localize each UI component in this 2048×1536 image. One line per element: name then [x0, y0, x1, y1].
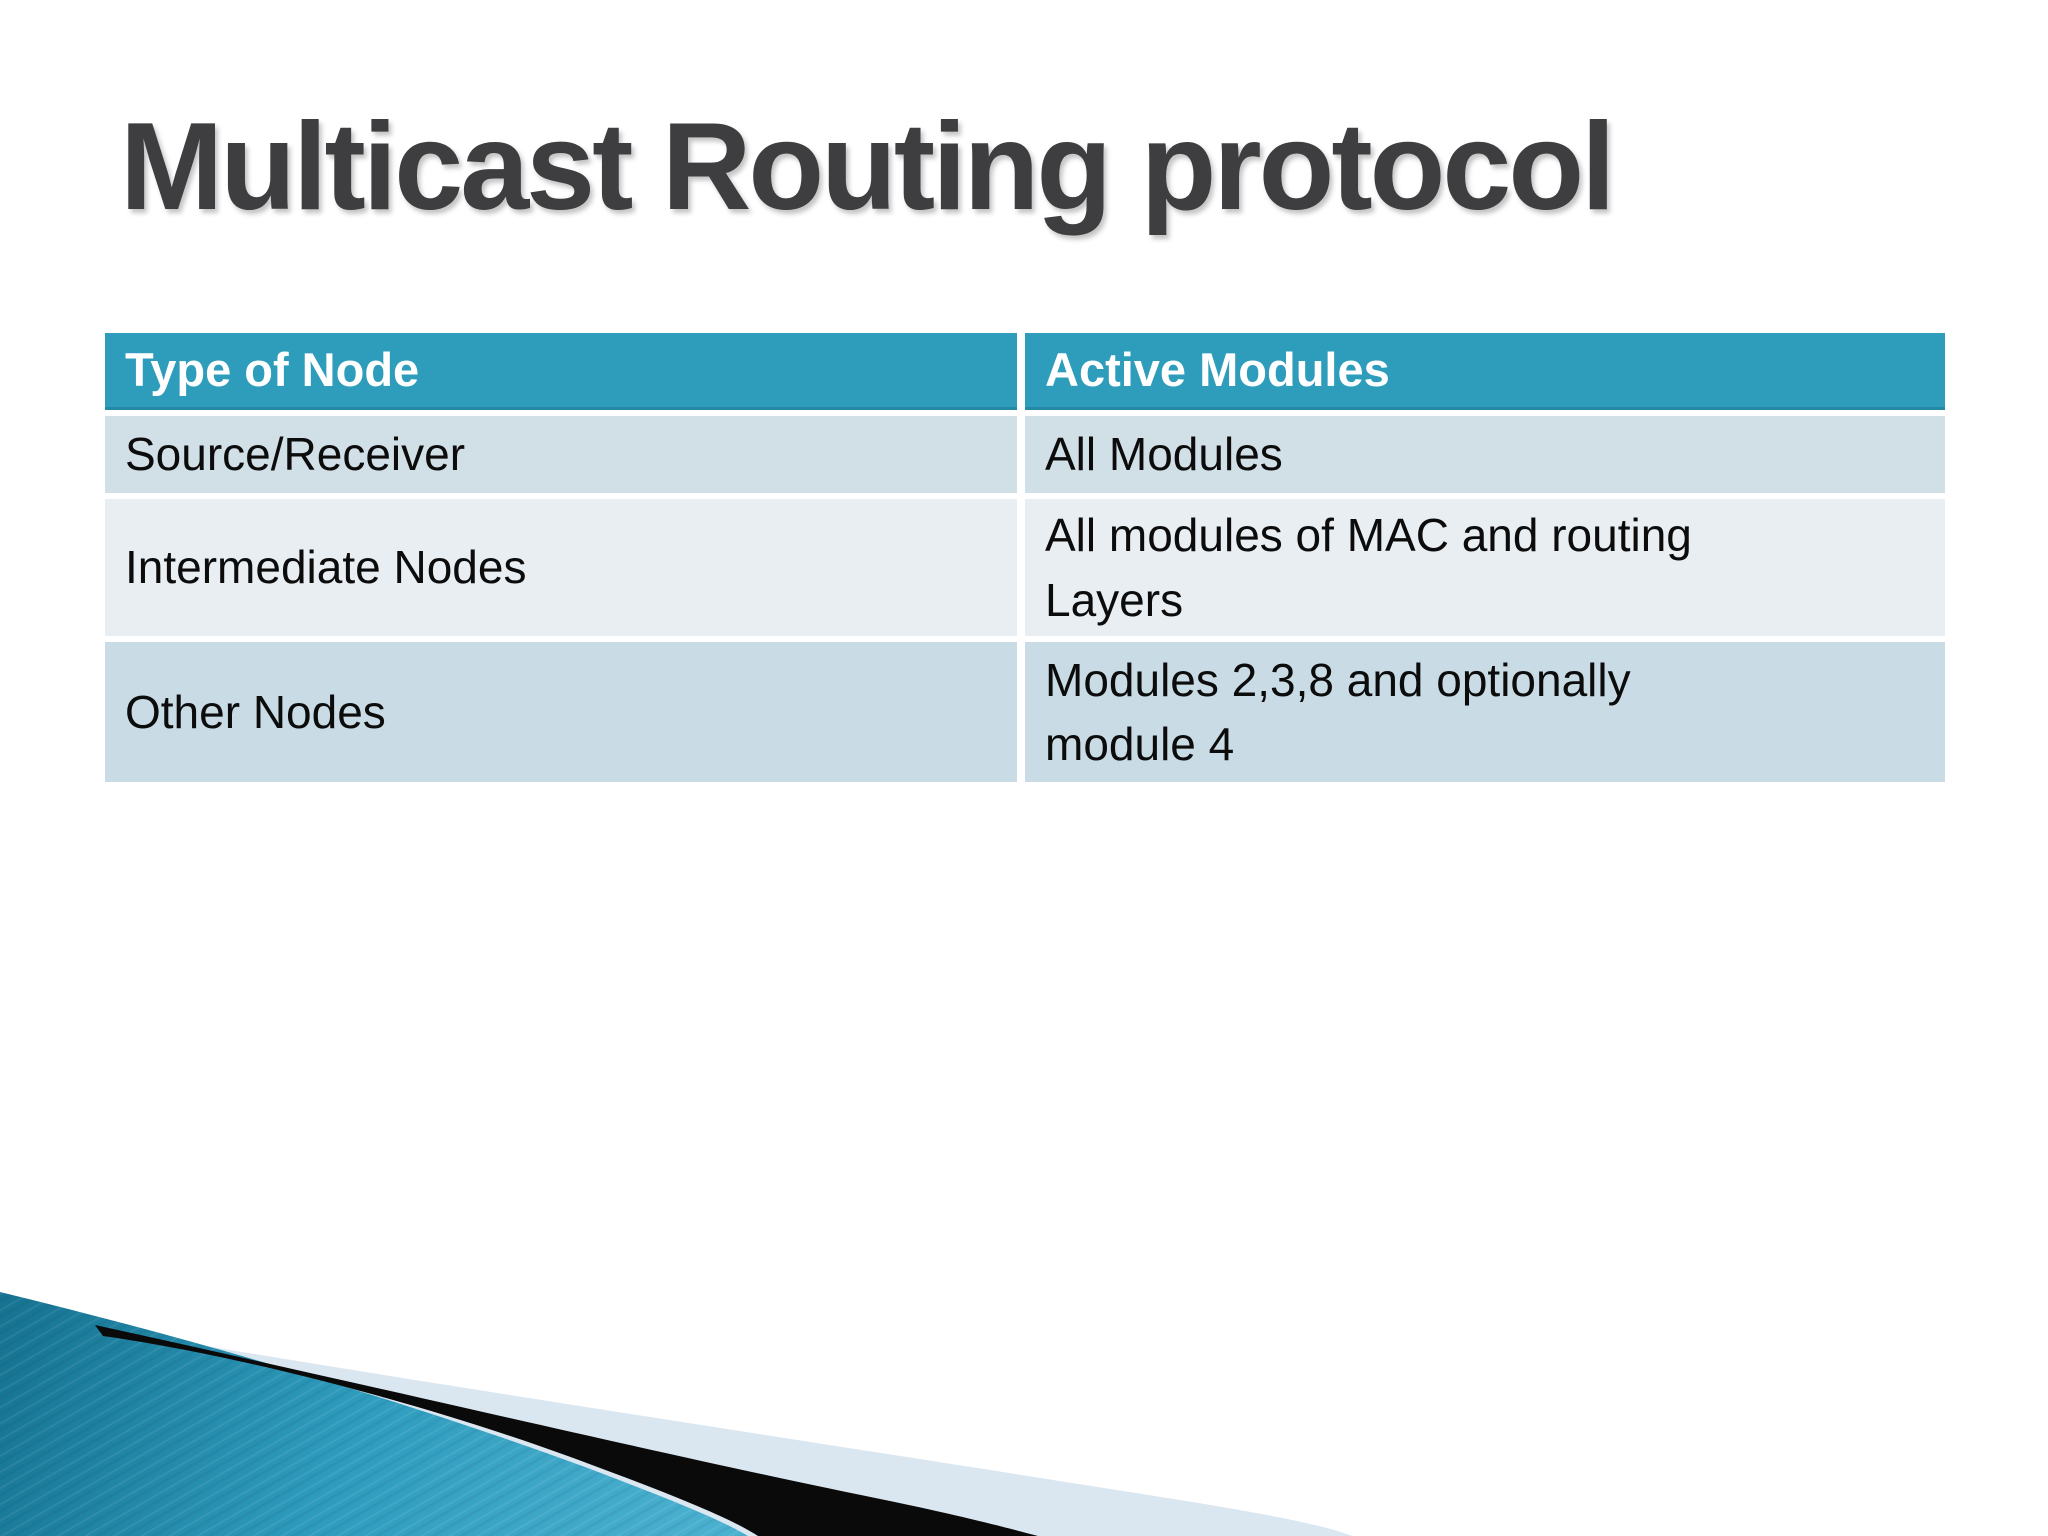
slide-title: Multicast Routing protocol [120, 98, 1616, 236]
cell-node-type-row2: Intermediate Nodes [105, 499, 1017, 636]
swoosh-teal-texture [0, 1292, 748, 1536]
cell-node-type-row3: Other Nodes [105, 642, 1017, 782]
swoosh-black-stripe [95, 1325, 1038, 1536]
swoosh-teal-wedge [0, 1292, 748, 1536]
cell-node-type-row1: Source/Receiver [105, 416, 1017, 493]
cell-active-modules-row1: All Modules [1025, 416, 1945, 493]
table-header-active-modules: Active Modules [1025, 333, 1945, 410]
swoosh-pale-band [0, 1340, 1352, 1536]
table-header-type-of-node: Type of Node [105, 333, 1017, 410]
cell-active-modules-row2: All modules of MAC and routing Layers [1025, 499, 1945, 636]
cell-active-modules-row3: Modules 2,3,8 and optionally module 4 [1025, 642, 1945, 782]
node-modules-table: Type of Node Active Modules Source/Recei… [105, 333, 1945, 782]
